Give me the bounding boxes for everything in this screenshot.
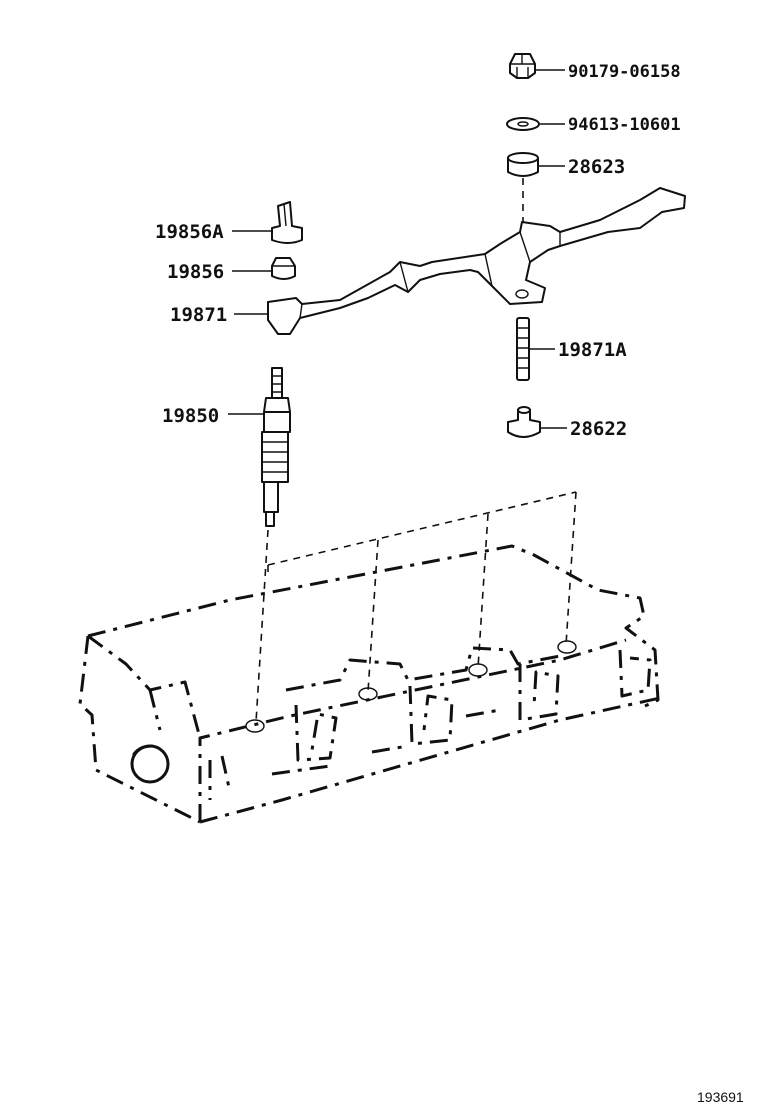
label-19856A: 19856A	[155, 221, 224, 243]
nut-90179-06158[interactable]	[509, 53, 536, 79]
insulator-28623[interactable]	[507, 152, 539, 177]
nut-19856[interactable]	[271, 257, 296, 280]
label-19871: 19871	[170, 304, 227, 326]
insulator-28622[interactable]	[507, 406, 541, 438]
washer-94613-10601[interactable]	[506, 117, 540, 131]
glow-plug-19850[interactable]	[261, 367, 291, 527]
label-28622: 28622	[570, 418, 627, 440]
label-19850: 19850	[162, 405, 219, 427]
cylinder-head	[78, 544, 661, 824]
label-90179-06158: 90179-06158	[568, 62, 681, 82]
terminal-19856A[interactable]	[271, 201, 303, 244]
diagram-reference-number: 193691	[697, 1089, 744, 1105]
label-19871A: 19871A	[558, 339, 627, 361]
label-94613-10601: 94613-10601	[568, 115, 681, 135]
connector-19871[interactable]	[267, 187, 686, 335]
stud-19871A[interactable]	[516, 317, 530, 381]
label-28623: 28623	[568, 156, 625, 178]
glow-plug-holes	[245, 640, 577, 733]
alignment-lines	[255, 491, 577, 723]
label-19856: 19856	[167, 261, 224, 283]
